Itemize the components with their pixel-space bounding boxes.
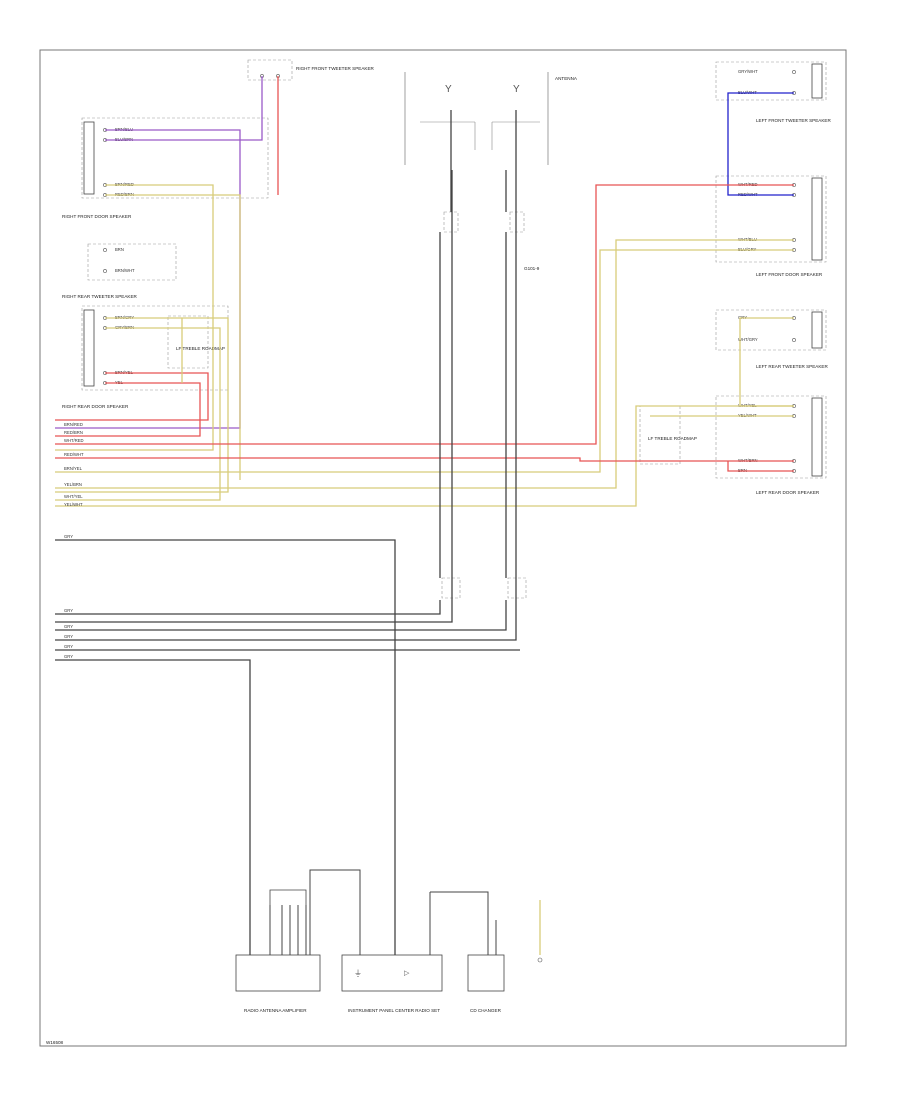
left-rear-tweeter-speaker: GRY WHT/GRY LEFT REAR TWEETER SPEAKER <box>715 309 828 369</box>
wire <box>55 372 209 421</box>
right-front-tweeter-speaker: RIGHT FRONT TWEETER SPEAKER <box>247 59 375 81</box>
wire-label: GRY <box>64 644 73 649</box>
wire-label: GRY <box>64 634 73 639</box>
wire <box>55 170 453 623</box>
antenna-icon: Y <box>445 84 452 95</box>
wire <box>55 184 794 445</box>
instrument-panel-radio: ⏚ ▷ INSTRUMENT PANEL CENTER RADIO SET <box>309 869 489 1013</box>
wire <box>55 659 251 925</box>
left-rear-door-speaker: WHT/YEL YEL/WHT WHT/BRN BRN LEFT REAR DO… <box>715 395 827 495</box>
component-label: LEFT REAR TWEETER SPEAKER <box>756 364 828 369</box>
wire-label: WHT/GRY <box>738 337 758 342</box>
wire-label: YEL/WHT <box>64 502 83 507</box>
wire-label: GRY <box>64 534 73 539</box>
wire <box>55 170 507 631</box>
wires <box>55 76 794 925</box>
wire-label: WHT/RED <box>64 438 84 443</box>
component-label: RIGHT FRONT TWEETER SPEAKER <box>296 66 375 71</box>
component-label: ANTENNA <box>555 76 578 81</box>
component-label: RIGHT FRONT DOOR SPEAKER <box>62 214 132 219</box>
wire-label: GRY <box>64 624 73 629</box>
wire <box>55 327 221 501</box>
right-rear-tweeter-speaker: BRN BRN/WHT RIGHT REAR TWEETER SPEAKER <box>62 243 177 299</box>
antenna-block: Y Y ANTENNA G101-9 <box>404 72 578 599</box>
wire <box>739 317 794 407</box>
wire <box>55 239 794 489</box>
component-label: G101-9 <box>524 266 540 271</box>
wire-label: RED/WHT <box>64 452 84 457</box>
wire <box>55 249 794 473</box>
component-label: LF TREBLE ROADMAP <box>176 346 225 351</box>
component-label: LF TREBLE ROADMAP <box>648 436 697 441</box>
component-label: RIGHT REAR TWEETER SPEAKER <box>62 294 138 299</box>
wire <box>55 382 201 437</box>
component-label: LEFT REAR DOOR SPEAKER <box>756 490 820 495</box>
wire <box>105 76 263 141</box>
crossover-left: LF TREBLE ROADMAP <box>639 405 697 465</box>
wire <box>55 457 794 462</box>
wire <box>55 405 794 507</box>
wire <box>727 92 794 196</box>
component-label: RADIO ANTENNA AMPLIFIER <box>244 1008 307 1013</box>
diagram-frame <box>39 49 847 1047</box>
left-front-door-speaker: WHT/RED RED/WHT WHT/BLU BLU/GRY LEFT FRO… <box>715 175 827 277</box>
component-label: LEFT FRONT DOOR SPEAKER <box>756 272 823 277</box>
wire <box>105 194 241 480</box>
wire-label: BRN <box>115 247 124 252</box>
wire <box>727 461 794 472</box>
radio-icon: ▷ <box>404 970 410 977</box>
wire <box>55 317 229 493</box>
wire <box>55 539 396 925</box>
ground-icon: ⏚ <box>354 969 362 978</box>
bus-labels: BRN/RED RED/BRN WHT/RED RED/WHT BRN/YEL … <box>64 422 84 659</box>
wire-label: GRY <box>64 608 73 613</box>
wire-label: YEL/BRN <box>64 482 82 487</box>
crossover-right: LF TREBLE ROADMAP <box>167 315 225 369</box>
component-label: CD CHANGER <box>470 1008 502 1013</box>
wire-label: GRY <box>64 654 73 659</box>
component-label: LEFT FRONT TWEETER SPEAKER <box>756 118 831 123</box>
component-label: INSTRUMENT PANEL CENTER RADIO SET <box>348 1008 440 1013</box>
radio-antenna-amplifier: RADIO ANTENNA AMPLIFIER <box>235 889 321 1013</box>
right-front-door-speaker: BRN/BLU BLU/BRN BRN/RED RED/BRN RIGHT FR… <box>62 117 269 219</box>
wire <box>55 170 452 615</box>
wire-label: BRN/YEL <box>64 466 83 471</box>
figure-code: W16508 <box>46 1040 64 1045</box>
wire-label: RED/BRN <box>64 430 83 435</box>
wire <box>55 170 517 641</box>
wire-label: BRN/RED <box>64 422 83 427</box>
wire-label: GRY/WHT <box>738 69 758 74</box>
component-label: RIGHT REAR DOOR SPEAKER <box>62 404 129 409</box>
cd-changer: CD CHANGER <box>467 900 543 1013</box>
wire-label: BRN/WHT <box>115 268 135 273</box>
wire-label: WHT/YEL <box>64 494 83 499</box>
right-rear-door-speaker: BRN/GRY GRY/BRN BRN/YEL YEL RIGHT REAR D… <box>62 305 229 409</box>
antenna-icon: Y <box>513 84 520 95</box>
